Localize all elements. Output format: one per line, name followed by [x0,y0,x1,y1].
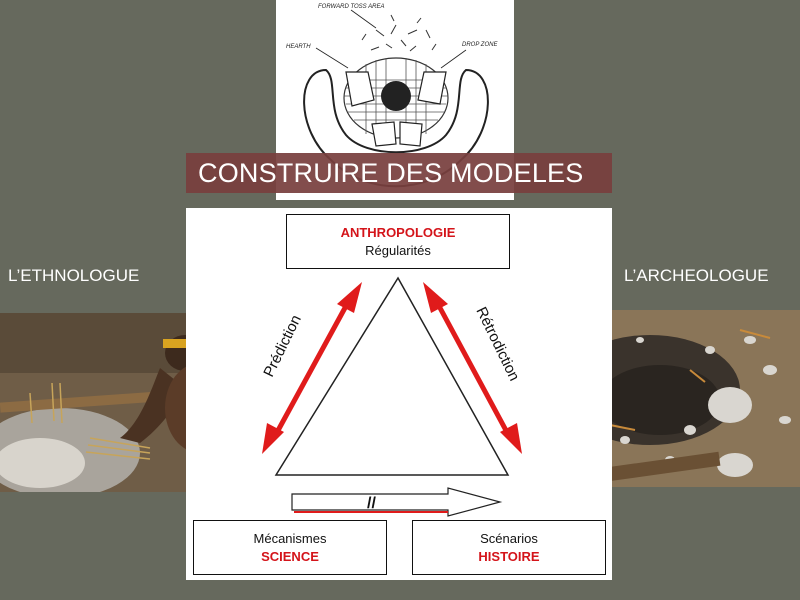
archaeologist-heading: L’ARCHEOLOGUE [624,266,769,285]
relationship-diagram: Prédiction Rétrodiction // [260,276,523,517]
hearth-label: HEARTH [286,44,311,50]
ethnologist-heading: L’ETHNOLOGUE [8,266,140,285]
scenarios-label: Scénarios [480,531,538,546]
central-triangle [274,276,510,476]
retrodiction-label: Rétrodiction [472,304,522,383]
anthropology-label: ANTHROPOLOGIE [340,225,456,240]
bottom-arrow [291,487,503,517]
ethnology-photo-image [0,313,246,492]
retrodiction-arrow [423,282,522,454]
history-label: HISTOIRE [478,549,540,564]
regularities-label: Régularités [365,243,431,258]
slide-title: CONSTRUIRE DES MODELES [186,153,612,193]
history-box: Scénarios HISTOIRE [412,520,606,575]
mechanisms-label: Mécanismes [253,531,327,546]
forward-toss-area-label: FORWARD TOSS AREA [318,4,384,10]
hearth-sketch-drawing: FORWARD TOSS AREA HEARTH DROP ZONE [286,4,498,188]
drop-zone-label: DROP ZONE [462,42,498,48]
prediction-label: Prédiction [260,312,305,379]
prediction-arrow [262,282,362,454]
science-box: Mécanismes SCIENCE [193,520,387,575]
anthropology-box: ANTHROPOLOGIE Régularités [286,214,510,269]
science-label: SCIENCE [261,549,319,564]
bottom-arrow-label: // [367,495,376,512]
